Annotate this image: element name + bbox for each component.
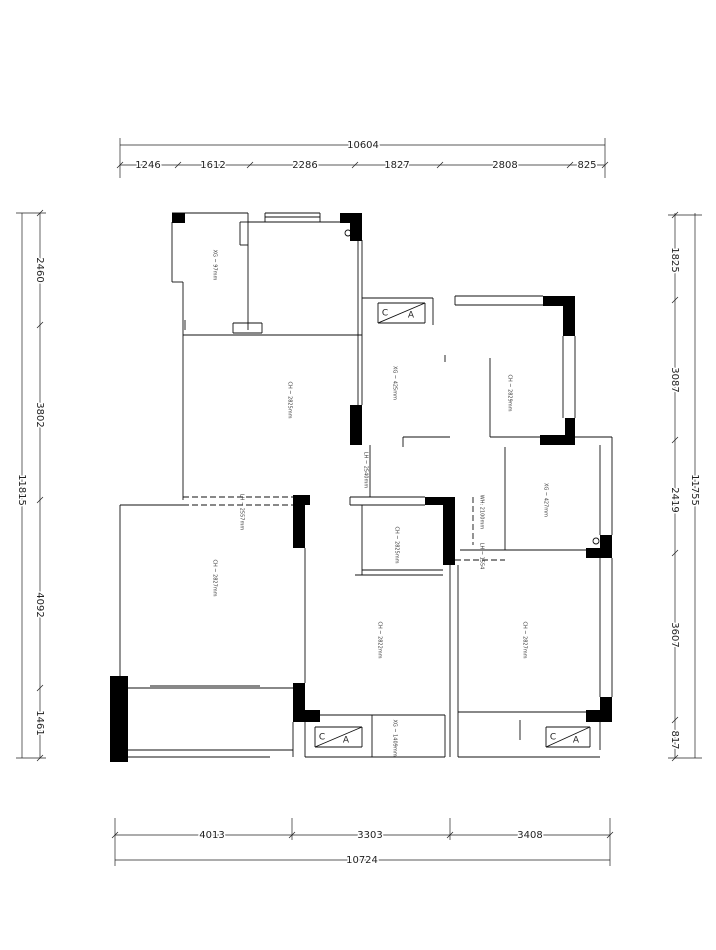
dim-top-segment: 1827 <box>384 160 409 171</box>
dimension-tick <box>436 161 444 169</box>
structural-column <box>543 296 575 306</box>
structural-column <box>110 676 128 762</box>
dim-bottom-total: 10724 <box>346 855 378 866</box>
symbol-a: A <box>573 736 580 746</box>
structural-column <box>586 710 612 722</box>
dim-bottom-segment: 3408 <box>517 830 542 841</box>
symbol-c: C <box>550 733 556 743</box>
structural-column <box>540 435 575 445</box>
dim-bottom-segment: 4013 <box>199 830 224 841</box>
door-marker <box>592 537 600 545</box>
room-label: XG ~ 427mm <box>543 483 549 517</box>
dimension-tick <box>446 831 454 839</box>
dimension-tick <box>671 211 679 219</box>
wall-segment <box>377 302 426 324</box>
dimension-tick <box>36 754 44 762</box>
wall-segment <box>314 726 363 748</box>
room-label: CH ~ 2827mm <box>522 621 528 658</box>
dim-top-segment: 1246 <box>135 160 160 171</box>
symbol-a: A <box>408 311 415 321</box>
dimension-tick <box>351 161 359 169</box>
dimension-tick <box>246 161 254 169</box>
dimension-tick <box>606 831 614 839</box>
structural-column <box>172 213 185 223</box>
room-label: CH ~ 2827mm <box>212 559 218 596</box>
room-label: LH ~ 2540mm <box>363 452 369 489</box>
room-label: CH ~ 2822mm <box>377 621 383 658</box>
dimension-tick <box>36 496 44 504</box>
dimension-tick <box>36 684 44 692</box>
walls <box>119 212 613 758</box>
room-label: LH ~ 1554 <box>479 543 485 570</box>
structural-column <box>586 548 612 558</box>
dim-top-total: 10604 <box>347 140 379 151</box>
dim-left-segment: 2460 <box>34 257 45 282</box>
dim-top-segment: 2808 <box>492 160 517 171</box>
structural-column <box>293 710 320 722</box>
dim-right-segment: 2419 <box>669 487 680 512</box>
room-label: XG ~ 1409mm <box>392 719 398 756</box>
dimension-tick <box>671 549 679 557</box>
room-label: LH ~ 2557mm <box>239 494 245 531</box>
room-label: CH ~ 2825mm <box>394 526 400 563</box>
dim-left-segment: 4092 <box>34 592 45 617</box>
dim-top-segment: 1612 <box>200 160 225 171</box>
dimension-tick <box>116 161 124 169</box>
structural-column <box>350 213 362 241</box>
dimension-tick <box>174 161 182 169</box>
room-label: CH ~ 2829mm <box>507 374 513 411</box>
structural-column <box>293 495 305 548</box>
dimension-tick <box>36 209 44 217</box>
dim-bottom-segment: 3303 <box>357 830 382 841</box>
symbol-c: C <box>382 309 388 319</box>
room-label: XG ~ 425mm <box>392 366 398 400</box>
dim-top-segment: 2286 <box>292 160 317 171</box>
structural-column <box>565 418 575 443</box>
room-label: XG ~ 97mm <box>212 250 218 281</box>
dim-left-segment: 1461 <box>34 710 45 735</box>
room-label: WH: 2100mm <box>479 495 485 530</box>
dimension-tick <box>288 831 296 839</box>
symbol-a: A <box>343 736 350 746</box>
structural-column <box>563 296 575 336</box>
dimension-lines <box>16 138 702 866</box>
structural-column <box>350 405 362 445</box>
dimension-tick <box>36 321 44 329</box>
dimension-tick <box>601 161 609 169</box>
dim-left-segment: 3802 <box>34 402 45 427</box>
wall-segment <box>545 726 591 748</box>
dimension-tick <box>671 716 679 724</box>
dim-right-segment: 3087 <box>669 367 680 392</box>
dim-right-total: 11755 <box>689 474 700 506</box>
dim-left-total: 11815 <box>16 474 27 506</box>
structural-columns <box>110 213 612 762</box>
dimension-tick <box>111 831 119 839</box>
dim-right-segment: 1825 <box>669 247 680 272</box>
room-label: CH ~ 2825mm <box>287 381 293 418</box>
structural-column <box>443 497 455 565</box>
dim-right-segment: 3607 <box>669 622 680 647</box>
dimension-tick <box>671 436 679 444</box>
dim-right-segment: 817 <box>669 730 680 749</box>
dim-top-segment: 825 <box>577 160 596 171</box>
symbol-c: C <box>319 733 325 743</box>
structural-column <box>425 497 455 505</box>
dimension-tick <box>566 161 574 169</box>
dimension-tick <box>671 754 679 762</box>
dimension-tick <box>671 296 679 304</box>
